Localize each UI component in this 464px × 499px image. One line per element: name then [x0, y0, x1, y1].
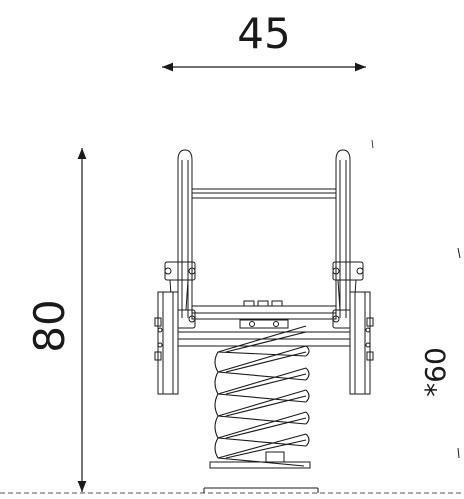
free-height-label: *60	[419, 347, 452, 397]
height-label: 80	[25, 299, 74, 352]
side-brackets	[164, 261, 364, 329]
platform-beam	[177, 319, 351, 347]
coil-spring	[214, 325, 310, 467]
free-height-marker-bottom	[457, 447, 460, 459]
side-panels	[154, 291, 374, 395]
base-plate	[203, 451, 319, 493]
height-dimension: 80	[25, 148, 87, 492]
free-height-marker-top	[457, 247, 461, 259]
spring-rocker-drawing	[154, 139, 374, 493]
free-height-dimension: *60	[419, 247, 461, 459]
width-dimension: 45	[162, 9, 366, 72]
width-label: 45	[237, 9, 290, 58]
handle-frame	[177, 149, 351, 320]
